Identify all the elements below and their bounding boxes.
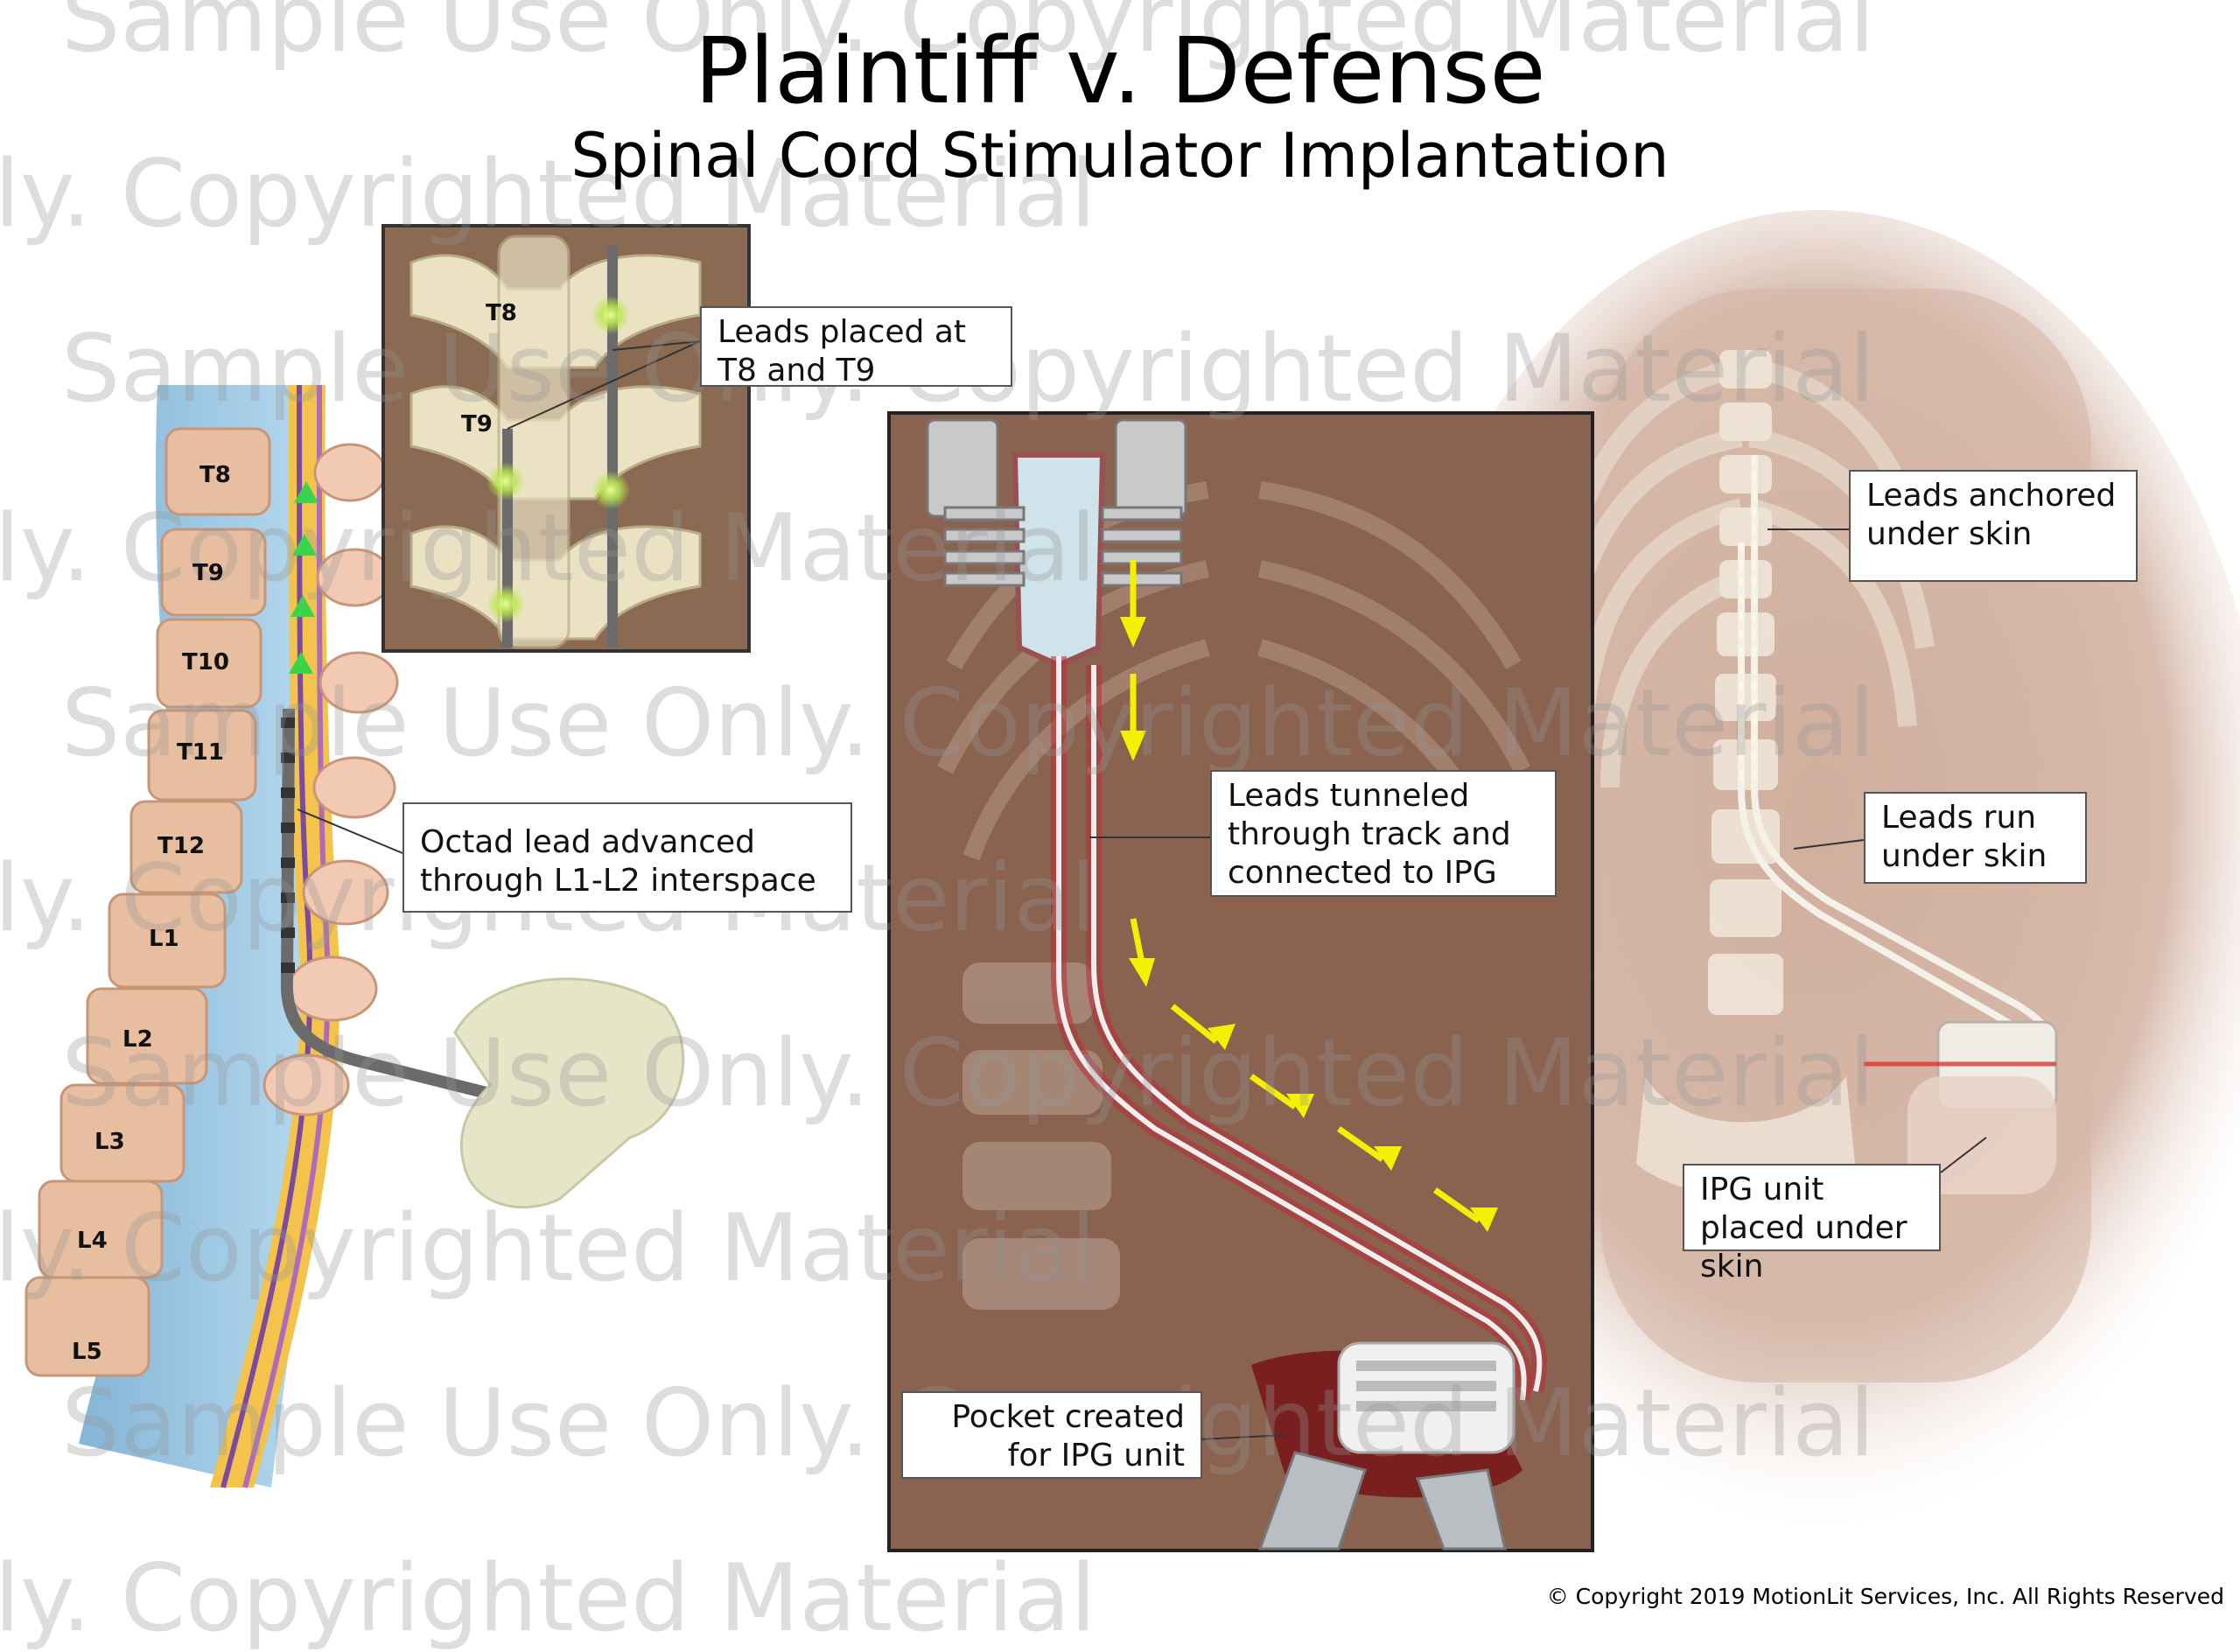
vertebra-label-l3: L3: [94, 1129, 125, 1155]
label-leads-run: Leads run under skin: [1864, 792, 2087, 884]
label-leads-placed: Leads placed at T8 and T9: [700, 306, 1012, 388]
label-leads-anchored: Leads anchored under skin: [1849, 470, 2138, 582]
page-subtitle: Spinal Cord Stimulator Implantation: [570, 120, 1670, 192]
label-ipg-placed: IPG unit placed under skin: [1683, 1164, 1941, 1284]
label-pocket-created: Pocket created for IPG unit: [901, 1391, 1202, 1479]
inset-vertebra-label-t9: T9: [461, 411, 493, 438]
vertebra-label-t11: T11: [177, 739, 224, 766]
label-octad-lead: Octad lead advanced through L1-L2 inters…: [402, 802, 852, 913]
sagittal-spine: [24, 384, 685, 1488]
center-panel: [887, 411, 1594, 1552]
copyright-notice: © Copyright 2019 MotionLit Services, Inc…: [1546, 1584, 2224, 1609]
vertebra-label-t8: T8: [200, 462, 231, 488]
vertebra-label-l5: L5: [72, 1339, 102, 1365]
leader-lines: [297, 340, 1987, 1440]
label-leads-tunneled: Leads tunneled through track and connect…: [1210, 770, 1557, 897]
inset-panel: [382, 224, 751, 653]
vertebra-label-l1: L1: [149, 926, 179, 952]
yellow-arrows: [1120, 560, 1498, 1232]
vertebra-label-t10: T10: [182, 649, 229, 676]
vertebra-label-l2: L2: [122, 1026, 153, 1053]
vertebra-label-l4: L4: [77, 1228, 108, 1254]
vertebra-label-t9: T9: [192, 560, 224, 586]
green-arrows: [289, 481, 318, 674]
page-title: Plaintiff v. Defense: [694, 18, 1546, 124]
vertebra-label-t12: T12: [158, 833, 205, 859]
inset-vertebra-label-t8: T8: [486, 300, 517, 326]
